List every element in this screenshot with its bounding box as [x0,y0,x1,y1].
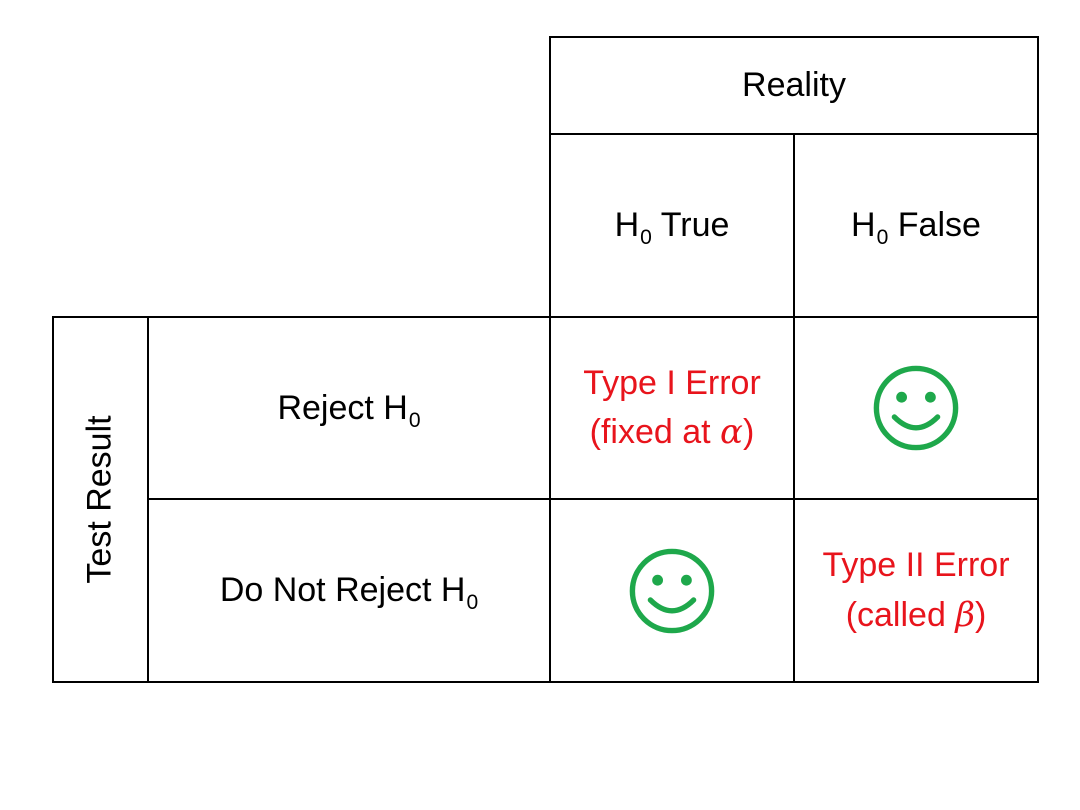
type-one-error-cell: Type I Error (fixed at α) [551,318,793,498]
correct-decision-cell [795,318,1037,498]
grid-line [147,498,1039,500]
h0-false-header: H0 False [795,135,1037,316]
reality-header: Reality [551,38,1037,133]
alpha-symbol: α [720,412,743,452]
test-result-label: Test Result [81,415,119,584]
type-one-error-note: (fixed at α) [589,412,755,452]
grid-line [52,316,1039,318]
reject-label: Reject H0 [277,388,421,432]
smiley-face-icon [873,365,959,451]
grid-line [549,36,551,683]
reject-row-header: Reject H0 [149,318,549,498]
do-not-reject-row-header: Do Not Reject H0 [149,500,549,681]
grid-line [793,133,795,683]
grid-line [52,316,54,683]
h0-false-label: H0 False [851,206,981,250]
type-one-error-title: Type I Error [583,363,761,402]
grid-line [549,36,1039,38]
correct-decision-cell [551,500,793,681]
h0-true-header: H0 True [551,135,793,316]
do-not-reject-label: Do Not Reject H0 [219,571,479,615]
type-two-error-cell: Type II Error (called β) [795,500,1037,681]
grid-line [52,681,1039,683]
type-two-error-note: (called β) [845,594,987,635]
h0-true-label: H0 True [614,206,730,250]
grid-line [1037,36,1039,683]
test-result-header: Test Result [54,318,147,681]
reality-label: Reality [742,66,846,105]
grid-line [147,316,149,683]
beta-symbol: β [955,594,975,635]
type-two-error-title: Type II Error [822,546,1010,585]
smiley-face-icon [629,548,715,633]
